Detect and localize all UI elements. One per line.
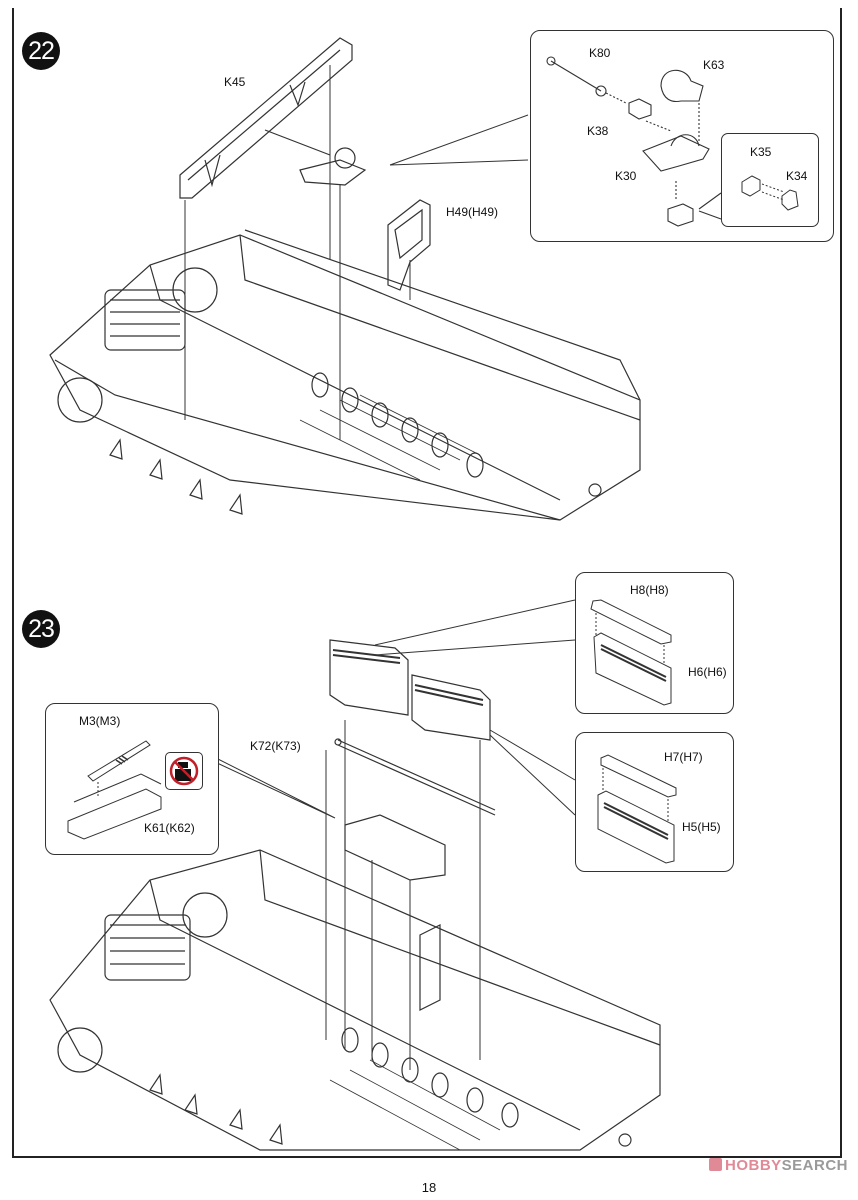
no-glue-icon — [165, 752, 203, 790]
k72-rod — [337, 739, 496, 816]
hull-body — [49, 234, 641, 521]
ammo-tray — [344, 814, 446, 881]
k63-part — [660, 69, 704, 103]
label-k61: K61(K62) — [144, 821, 195, 835]
hull-body — [49, 849, 661, 1151]
k61-tray — [67, 788, 162, 840]
watermark-brand-a: HOBBY — [724, 1157, 782, 1174]
h7-h5-drawing — [597, 754, 677, 864]
label-h7: H7(H7) — [664, 750, 703, 764]
label-h6: H6(H6) — [688, 665, 727, 679]
breech-subassembly-drawing — [546, 56, 722, 227]
h7-part — [600, 754, 677, 798]
h49-part — [387, 199, 431, 291]
h8-part — [590, 599, 672, 645]
label-h5: H5(H5) — [682, 820, 721, 834]
step-23-lower-callout: H7(H7) H5(H5) — [575, 732, 734, 872]
label-k30: K30 — [615, 169, 637, 183]
h8-h6-drawing — [590, 599, 672, 706]
breech-assembly — [264, 129, 331, 156]
k45-part — [179, 37, 353, 199]
h5-part — [597, 790, 675, 864]
label-h49: H49(H49) — [446, 205, 499, 219]
ammo-bin-right — [411, 674, 491, 741]
step-number: 23 — [28, 614, 55, 643]
label-k80: K80 — [589, 46, 611, 60]
label-h8: H8(H8) — [630, 583, 669, 597]
label-k35: K35 — [750, 145, 772, 159]
ammo-shell-drawing — [67, 740, 162, 840]
ammo-bin-left — [329, 639, 409, 716]
label-k38: K38 — [587, 124, 609, 138]
label-m3: M3(M3) — [79, 714, 121, 728]
step-22-callout: K80 K63 K38 K30 K35 K34 — [530, 30, 834, 242]
page-frame — [12, 8, 842, 1158]
step-number: 22 — [28, 36, 55, 65]
step-22-subcallout: K35 K34 — [721, 133, 819, 227]
step-23-upper-callout: H8(H8) H6(H6) — [575, 572, 734, 714]
m3-shell — [87, 740, 151, 782]
h6-part — [593, 632, 672, 706]
step-23-ammo-callout: M3(M3) K61(K62) — [45, 703, 219, 855]
k35-k34-drawing — [741, 175, 799, 211]
label-k45: K45 — [224, 75, 246, 89]
no-glue-glyph — [169, 756, 199, 786]
label-k72: K72(K73) — [250, 739, 301, 753]
watermark: HOBBYSEARCH — [708, 1157, 848, 1174]
watermark-brand-b: SEARCH — [781, 1157, 848, 1174]
label-k63: K63 — [703, 58, 725, 72]
k38-part — [628, 98, 652, 120]
label-k34: K34 — [786, 169, 808, 183]
hobbysearch-logo-icon — [708, 1158, 722, 1171]
page-number: 18 — [421, 1180, 437, 1195]
step-22-badge: 22 — [22, 32, 60, 70]
step-23-badge: 23 — [22, 610, 60, 648]
k80-part — [550, 60, 602, 92]
